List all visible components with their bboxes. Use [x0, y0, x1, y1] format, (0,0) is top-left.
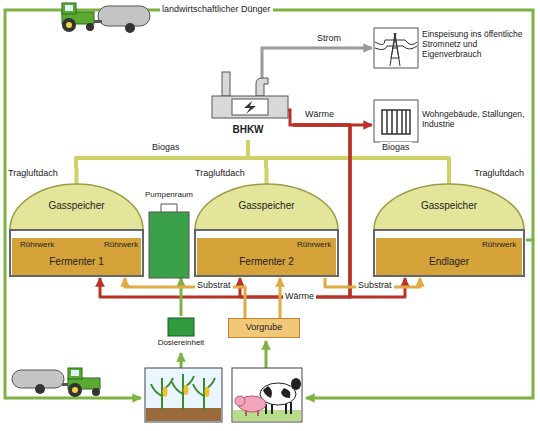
flow-label: Wärme: [303, 109, 336, 119]
maize-field-picture: [145, 368, 222, 422]
flow-label: Strom: [315, 33, 343, 43]
grid-feed-box: Einspeisung ins öffentliche Stromnetz un…: [372, 26, 536, 72]
node-label: Dosiereinheit: [158, 338, 205, 347]
chp-engine-icon: [212, 48, 293, 125]
substrate-pipe: [279, 278, 282, 318]
node-label: Gasspeicher: [421, 200, 477, 212]
pump-shape: [145, 190, 193, 278]
pump-room: Pumpenraum: [145, 190, 193, 278]
fertilizer-line: [5, 10, 533, 398]
power-pylon-icon: [374, 28, 418, 68]
tractor-icon: [12, 368, 100, 397]
tractor-icon: [62, 3, 150, 33]
livestock-picture: [232, 368, 302, 422]
node-label: Tragluftdach: [8, 168, 58, 178]
flow-label: Substrat: [356, 280, 394, 290]
node-label: Fermenter 1: [49, 256, 103, 268]
node-label: Endlager: [429, 256, 469, 268]
biogas-pipe: [76, 140, 248, 168]
node-label: Rührwerk: [482, 240, 516, 249]
fermenter-tank: TragluftdachGasspeicherRührwerkRührwerkF…: [8, 168, 145, 278]
power-line: [293, 47, 372, 50]
fermenter-tank: TragluftdachGasspeicherRührwerkFermenter…: [193, 168, 340, 278]
storage-tank: TragluftdachGasspeicherRührwerkEndlager: [372, 168, 526, 278]
fertilizer-label: landwirtschaftlicher Dünger: [160, 4, 273, 14]
node-label: Vorgrube: [246, 322, 283, 332]
flow-label: Biogas: [150, 142, 182, 152]
node-label: Pumpenraum: [145, 190, 193, 199]
node-label: Wohngebäude, Stallungen, Industrie: [422, 110, 532, 130]
node-label: Rührwerk: [104, 240, 138, 249]
node-label: Rührwerk: [297, 240, 331, 249]
node-label: Gasspeicher: [238, 200, 294, 212]
node-label: BHKW: [232, 124, 263, 136]
node-label: Gasspeicher: [48, 200, 104, 212]
pre-pit-box: Vorgrube: [228, 318, 300, 338]
node-label: Einspeisung ins öffentliche Stromnetz un…: [422, 30, 532, 59]
substrate-pipe: [125, 278, 245, 318]
dosing-unit: Dosiereinheit: [150, 316, 212, 350]
node-label: Rührwerk: [20, 240, 54, 249]
feed-arrow: [180, 353, 183, 368]
biogas-pipe: [248, 140, 266, 168]
chp-unit: BHKW: [203, 42, 293, 140]
node-label: Tragluftdach: [474, 168, 524, 178]
node-label: Tragluftdach: [195, 168, 245, 178]
flow-label: Substrat: [195, 280, 233, 290]
feed-arrow: [265, 341, 268, 368]
node-label: Fermenter 2: [239, 256, 293, 268]
radiator-icon: [374, 100, 418, 142]
flow-label: Biogas: [380, 142, 412, 152]
flow-label: Wärme: [283, 291, 316, 301]
feed-line: [180, 278, 183, 316]
heat-consumer-box: Wohngebäude, Stallungen, Industrie: [372, 100, 536, 145]
